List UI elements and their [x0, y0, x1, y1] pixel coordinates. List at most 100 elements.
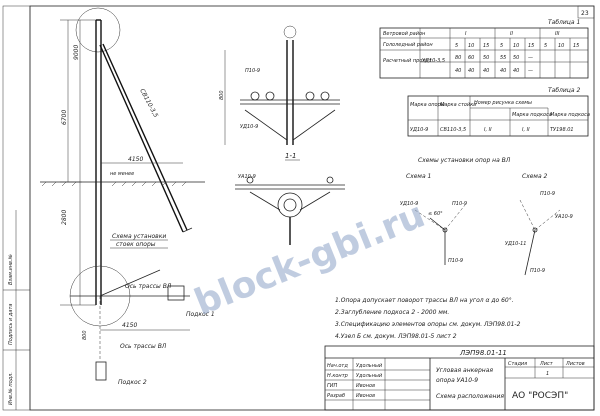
t2-c1: СВ110-3,5 — [440, 127, 466, 133]
title-line1: Угловая анкерная — [436, 367, 493, 374]
role-4: Разраб — [327, 393, 345, 399]
t1-r0: Гололедный район — [383, 42, 433, 48]
note-4: 4.Узел Б см. докум. ЛЭП98.01-5 лист 2 — [335, 333, 457, 340]
left-margin-strip — [2, 5, 31, 411]
t1-c9: 15 — [573, 43, 579, 49]
side-strip-2: Подпись и дата — [8, 304, 14, 345]
t1-r1-d: 55 — [500, 55, 506, 61]
side-strip-3: Взам.инв.№ — [8, 254, 14, 285]
role-1: Нач.отд — [327, 363, 348, 369]
dim-2800: 2800 — [61, 210, 68, 225]
t2-c2: I, II — [484, 127, 492, 133]
t1-r2-c: 40 — [483, 68, 489, 74]
stage-header: Стадия — [508, 361, 527, 367]
dim-6700: 6700 — [61, 110, 68, 125]
pos1-label: Подкос 1 — [186, 311, 215, 318]
note-2: 2.Заглубление подкоса 2 - 2000 мм. — [335, 309, 449, 316]
name-1: Удольный — [356, 363, 383, 369]
section-1-1: 1-1 УА10-9 — [235, 152, 345, 245]
sheet-no: 1 — [546, 371, 549, 377]
scheme2-title: Схема 2 — [522, 173, 548, 180]
t1-r1-c: 50 — [483, 55, 489, 61]
name-2: Удольный — [356, 373, 383, 379]
t2-c0: УД10-9 — [410, 127, 428, 133]
doc-code: ЛЭП98.01-11 — [459, 349, 507, 357]
t1-h3: III — [555, 31, 560, 37]
scheme1-r4: П10-9 — [448, 258, 463, 264]
t1-c1: 5 — [455, 43, 458, 49]
pole-elevation: 6700 9000 2800 4150 не менее СВ110-3,5 С… — [40, 7, 205, 306]
page-number: 23 — [581, 10, 589, 17]
title-line3: Схема расположения — [436, 393, 504, 400]
installation-schemes: Схемы установки опор на ВЛ Схема 1 Схема… — [400, 157, 573, 276]
t1-c6: 15 — [528, 43, 534, 49]
plan-view: 4150 Ось трассы ВЛ Подкос 1 Ось трассы В… — [69, 265, 215, 386]
t1-c8: 10 — [558, 43, 564, 49]
crossarm-detail: 800 П10-9 УД10-9 — [219, 25, 340, 145]
sheets-header: Листов — [565, 361, 585, 367]
scheme1-r1: УД10-9 — [400, 201, 418, 207]
watermark: block-gbi.ru — [189, 194, 431, 323]
sheet-frame — [29, 5, 595, 411]
title-line2: опора УА10-9 — [436, 377, 478, 384]
pos2-label: Подкос 2 — [118, 379, 147, 386]
notes: 1.Опора допускает поворот трассы ВЛ на у… — [335, 297, 521, 340]
axis-note: Ось трассы ВЛ — [120, 343, 167, 350]
t2-h2: Номер рисунка схемы — [474, 100, 532, 106]
company-name: АО "РОСЭП" — [512, 391, 568, 401]
t1-c5: 10 — [513, 43, 519, 49]
t1-r1-f: — — [528, 55, 533, 61]
pole-scheme-title2: стоек опоры — [116, 241, 156, 248]
crossarm-label: П10-9 — [245, 68, 260, 74]
scheme2-r3: УД10-11 — [505, 241, 526, 247]
section-label-a: УА10-9 — [238, 174, 256, 180]
scheme1-title: Схема 1 — [406, 173, 431, 180]
crossarm-label-k: УД10-9 — [240, 124, 258, 130]
t1-r1-m: УД10-3,5 — [422, 58, 445, 64]
t1-h1: I — [465, 31, 467, 37]
t1-c4: 5 — [500, 43, 503, 49]
t2-h0: Марка опоры — [410, 102, 445, 108]
t1-h2: II — [510, 31, 513, 37]
table1-title: Таблица 1 — [548, 19, 580, 26]
plan-axis-label: Ось трассы ВЛ — [125, 283, 172, 290]
t1-c7: 5 — [544, 43, 547, 49]
t1-r2-b: 40 — [468, 68, 474, 74]
dim-4150: 4150 — [128, 156, 143, 163]
t1-r1-e: 50 — [513, 55, 519, 61]
ground-label: не менее — [110, 171, 134, 177]
t1-r2-a: 40 — [455, 68, 461, 74]
t2-c3: I, II — [522, 127, 530, 133]
t1-r2-f: — — [528, 68, 533, 74]
dim-9000: 9000 — [73, 45, 80, 60]
t2-h3: Марка подкоса — [512, 112, 552, 118]
name-4: Ивонов — [356, 393, 375, 399]
schemes-title: Схемы установки опор на ВЛ — [418, 157, 511, 164]
t1-c3: 15 — [483, 43, 489, 49]
plan-dim-800: 800 — [82, 330, 88, 340]
name-3: Ивонов — [356, 383, 375, 389]
t1-r2-e: 40 — [513, 68, 519, 74]
title-block: ЛЭП98.01-11 Угловая анкерная опора УА10-… — [324, 345, 595, 411]
note-3: 3.Спецификацию элементов опоры см. докум… — [335, 321, 521, 328]
plan-dim-4150: 4150 — [122, 322, 137, 329]
brace-label: СВ110-3,5 — [138, 88, 159, 119]
sheet-header: Лист — [539, 361, 554, 367]
t1-h0: Ветровой район — [383, 31, 426, 37]
scheme2-r5: УА10-9 — [555, 214, 573, 220]
role-3: ГИП — [327, 383, 338, 389]
section-title: 1-1 — [285, 152, 296, 160]
t1-r1-b: 60 — [468, 55, 474, 61]
table1: Таблица 1 Ветровой район I II III Гололе… — [379, 19, 589, 79]
note-1: 1.Опора допускает поворот трассы ВЛ на у… — [335, 297, 514, 304]
t1-c2: 10 — [468, 43, 474, 49]
t2-h1: Марка стойки — [440, 102, 477, 108]
t2-h4: Марка подкоса — [550, 112, 590, 118]
scheme1-angle: ≤ 60° — [428, 211, 443, 217]
t1-r2-d: 40 — [500, 68, 506, 74]
scheme1-r2: П10-9 — [452, 201, 467, 207]
table2-title: Таблица 2 — [548, 87, 580, 94]
role-2: Н.контр — [327, 373, 348, 379]
t2-c4: ТУ198.01 — [550, 127, 574, 133]
